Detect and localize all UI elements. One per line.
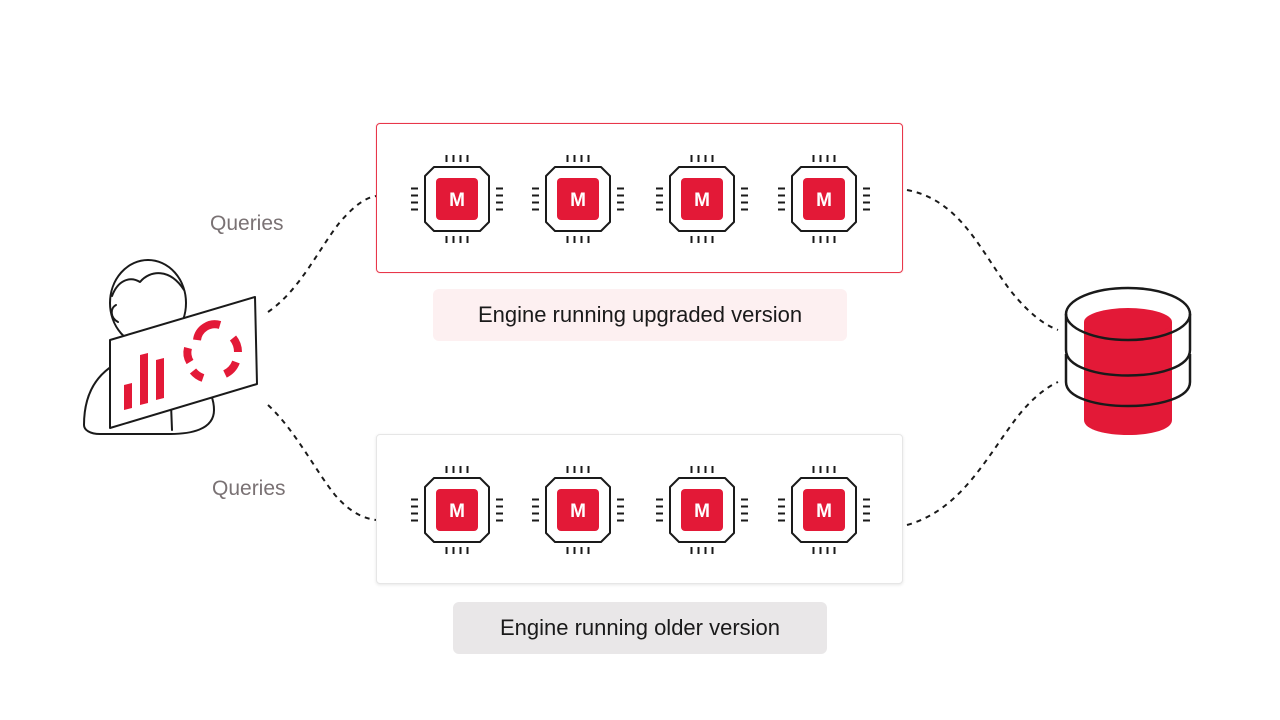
processor-chip-icon: M — [778, 466, 870, 554]
processor-chip-icon: M — [532, 466, 624, 554]
processor-chip-icon: M — [778, 155, 870, 243]
connector-user-to-upgraded — [267, 195, 377, 313]
queries-label-bottom: Queries — [212, 477, 286, 500]
processor-chip-icon: M — [656, 155, 748, 243]
processor-chip-icon: M — [411, 155, 503, 243]
caption-upgraded: Engine running upgraded version — [433, 289, 847, 341]
chip-label: M — [570, 501, 586, 522]
chip-label: M — [449, 501, 465, 522]
connector-older-to-database — [906, 381, 1059, 526]
chip-label: M — [816, 501, 832, 522]
queries-label-top: Queries — [210, 212, 284, 235]
chip-label: M — [694, 190, 710, 211]
caption-older: Engine running older version — [453, 602, 827, 654]
processor-chip-icon: M — [656, 466, 748, 554]
chip-label: M — [449, 190, 465, 211]
chip-label: M — [816, 190, 832, 211]
processor-chip-icon: M — [411, 466, 503, 554]
chip-label: M — [694, 501, 710, 522]
connector-upgraded-to-database — [906, 189, 1059, 331]
chip-label: M — [570, 190, 586, 211]
processor-chip-icon: M — [532, 155, 624, 243]
